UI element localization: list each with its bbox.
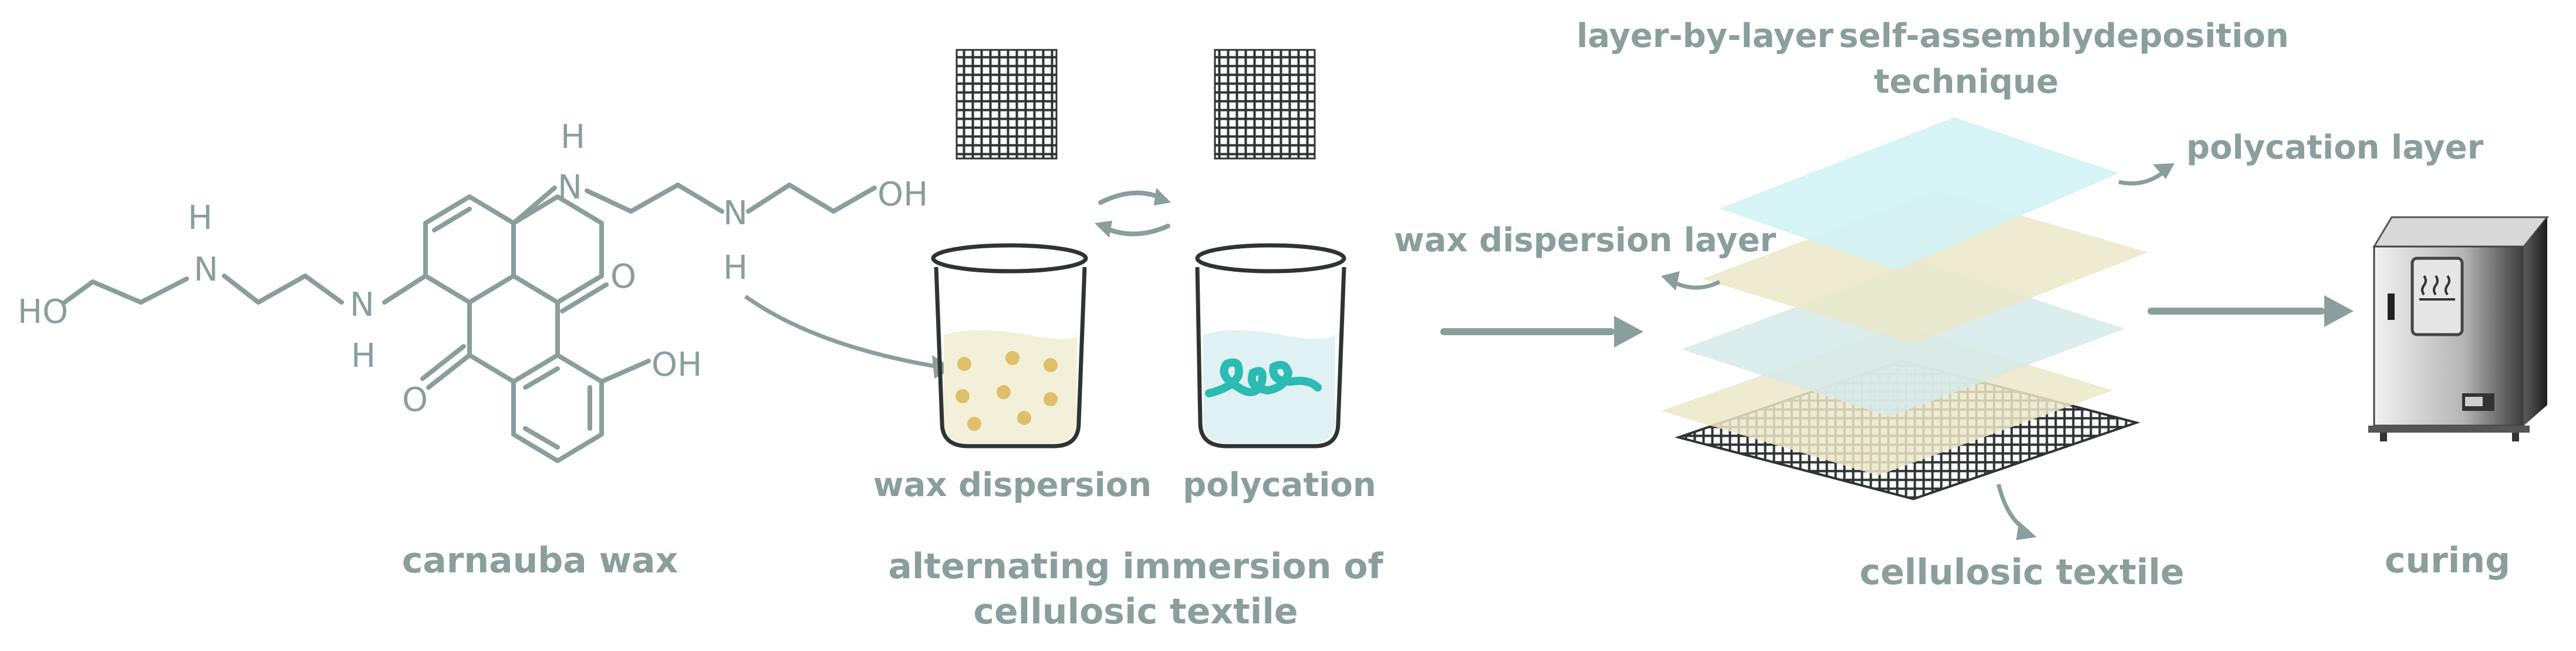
molecule-to-beaker-arrow (744, 295, 940, 369)
atom-oh-top: OH (877, 176, 928, 214)
immersion-caption-line1: alternating immersion of (888, 546, 1383, 587)
polycation-layer-top (1720, 117, 2119, 270)
lbl-title-word1: layer-by-layer (1576, 17, 1834, 55)
atom-h-left: H (188, 199, 212, 237)
textile-swatch-left (956, 49, 1058, 160)
wax-layer-mid (1702, 191, 2148, 343)
atom-n-right: N (723, 194, 748, 232)
polycation-layer-arrowhead (2153, 163, 2175, 179)
atom-n-top: N (558, 168, 582, 207)
wax-particles (956, 351, 1058, 431)
atom-h-lower: H (351, 337, 376, 375)
atom-h-top: H (561, 118, 585, 156)
oven-base (2368, 426, 2530, 433)
polycation-layer-label: polycation layer (2186, 129, 2484, 167)
molecule-atom-labels: HO N H N H N H N OH H O O OH (18, 118, 928, 419)
atom-o-lower: O (402, 381, 428, 419)
atom-ho-left: HO (18, 293, 68, 331)
atom-n-left: N (194, 251, 218, 289)
oven-heat-icon (2419, 275, 2455, 301)
lbl-title-word2-line1: self-assembly (1839, 17, 2094, 55)
wax-dispersion-layer-label: wax dispersion layer (1394, 221, 1777, 259)
carnauba-wax-label: carnauba wax (402, 540, 678, 581)
atom-n-lower: N (350, 286, 374, 324)
arrow-to-assembly-head (1614, 316, 1643, 348)
textile-arrowhead (2016, 521, 2037, 540)
textile-swatch-right (1214, 49, 1316, 160)
arrow-to-curing-head (2324, 295, 2354, 327)
layer-stack (1661, 117, 2148, 501)
wax-dispersion-label: wax dispersion (873, 466, 1152, 504)
curing-oven (2368, 216, 2550, 441)
alternating-arrowhead-top (1154, 188, 1171, 205)
lbl-title-word3: deposition (2093, 17, 2288, 55)
oven-handle (2388, 294, 2395, 320)
polycation-layer-arrow (2118, 168, 2168, 185)
atom-h-right: H (723, 249, 748, 287)
atom-oh-ring: OH (651, 346, 702, 384)
molecule-structure (62, 183, 877, 463)
immersion-caption-line2: cellulosic textile (973, 591, 1298, 632)
polycation-coil (1205, 358, 1322, 397)
polycation-beaker (1195, 243, 1346, 448)
curing-label: curing (2385, 540, 2510, 581)
alternating-arrowhead-bottom (1095, 221, 1112, 238)
textile-arrow (1996, 484, 2029, 534)
wax-layer-arrow (1672, 279, 1721, 290)
wax-layer-arrowhead (1661, 271, 1680, 291)
atom-o-upper: O (610, 258, 636, 296)
molecule-to-beaker-arrowhead (932, 355, 954, 379)
wax-dispersion-beaker (931, 243, 1088, 448)
oven-window (2410, 257, 2464, 336)
cellulosic-textile-label: cellulosic textile (1859, 552, 2184, 593)
polycation-label: polycation (1183, 466, 1376, 504)
lbl-title-word2-line2: technique (1874, 63, 2059, 101)
